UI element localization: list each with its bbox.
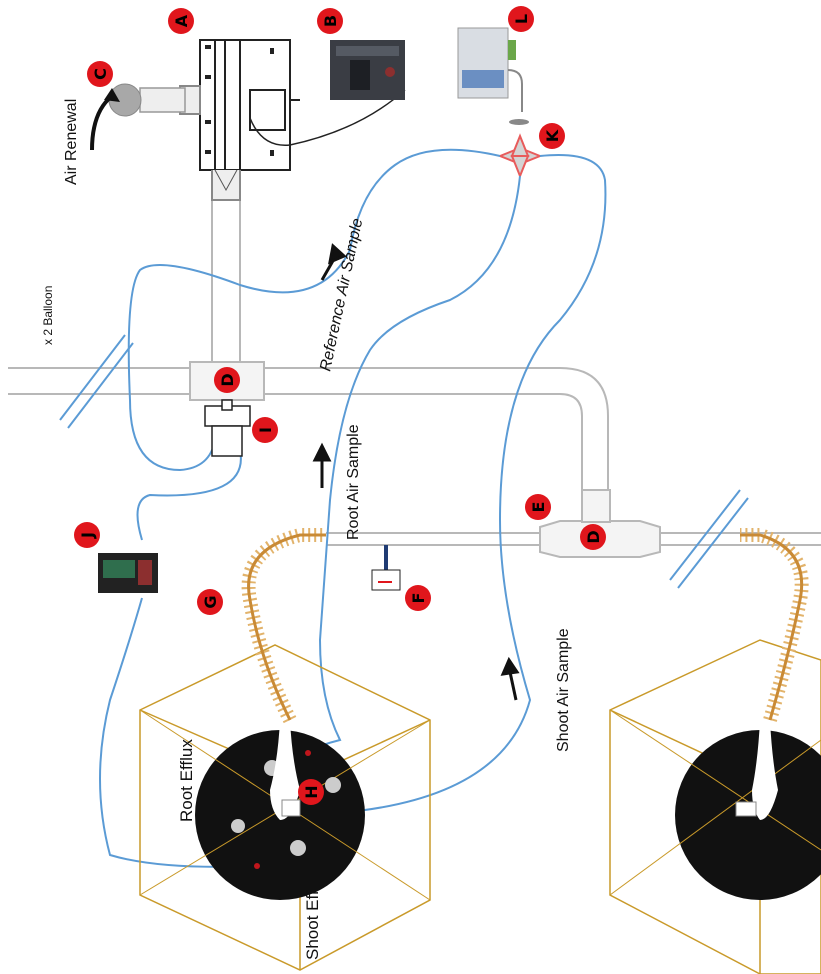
svg-text:H: H xyxy=(302,785,321,798)
marker-f: F xyxy=(405,585,431,611)
label-air-renewal: Air Renewal xyxy=(63,99,80,185)
marker-l: L xyxy=(508,6,534,32)
svg-text:E: E xyxy=(529,502,548,513)
label-root-efflux: Root Efflux xyxy=(177,739,196,822)
svg-text:G: G xyxy=(201,595,220,608)
svg-text:F: F xyxy=(409,593,428,604)
marker-b: B xyxy=(317,8,343,34)
air-renewal-arrow xyxy=(92,96,112,150)
hose-right xyxy=(740,535,802,720)
svg-text:K: K xyxy=(543,129,562,142)
flow-meter xyxy=(98,553,158,593)
sensor-probe xyxy=(372,545,400,590)
marker-d-main: D xyxy=(214,367,240,393)
svg-text:D: D xyxy=(584,530,603,543)
analyser-tube xyxy=(508,70,522,112)
svg-text:J: J xyxy=(78,532,97,539)
air-pump xyxy=(205,400,250,456)
marker-a: A xyxy=(168,8,194,34)
label-shoot-air-sample: Shoot Air Sample xyxy=(555,628,572,752)
svg-text:D: D xyxy=(218,373,237,386)
fan-assembly xyxy=(160,40,300,200)
marker-j: J xyxy=(74,522,100,548)
marker-g: G xyxy=(197,589,223,615)
svg-text:L: L xyxy=(512,14,531,24)
marker-c: C xyxy=(87,61,113,87)
svg-text:B: B xyxy=(321,15,340,27)
marker-k: K xyxy=(539,123,565,149)
marker-e: E xyxy=(525,494,551,520)
chamber-right xyxy=(610,640,821,974)
air-renewal-pipe xyxy=(109,84,185,116)
label-root-air-sample: Root Air Sample xyxy=(345,424,362,540)
hose-left xyxy=(249,535,326,720)
label-shoot-efflux: Shoot Eff xyxy=(303,890,322,960)
marker-d-branch: D xyxy=(580,524,606,550)
fan-controller xyxy=(330,40,405,100)
marker-i: I xyxy=(252,417,278,443)
gas-analyser xyxy=(458,28,516,98)
marker-h: H xyxy=(298,779,324,805)
svg-text:C: C xyxy=(91,68,110,80)
analyser-filter xyxy=(509,119,529,125)
four-way-valve xyxy=(500,136,540,176)
label-balloon: x 2 Balloon xyxy=(41,286,55,345)
svg-text:I: I xyxy=(256,427,275,433)
label-reference-air-sample: Reference Air Sample xyxy=(317,217,366,373)
svg-text:A: A xyxy=(172,14,191,27)
